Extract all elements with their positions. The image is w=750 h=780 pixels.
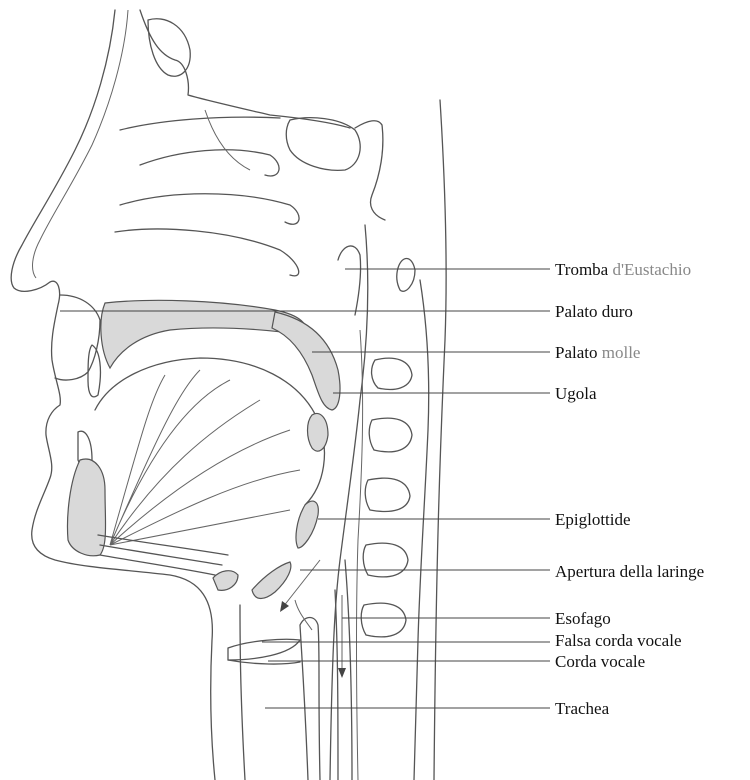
nasal-bone [140,10,350,128]
upper-incisor [88,345,100,397]
nasal-cavity-line [205,110,250,170]
mandible-fill [68,459,106,556]
pharynx-back-wall [330,225,368,780]
nasal-concha-middle [120,194,299,225]
face-profile-outline [11,10,215,780]
spinal-column-back [434,100,446,780]
label-ugola: Ugola [555,384,597,403]
vertebra-5 [361,603,406,637]
food-arrow-head [338,668,346,678]
skull-base [355,121,385,220]
tongue-fibers [110,370,300,545]
nasal-floor-upper [120,117,280,130]
larynx-front [240,605,245,780]
vertebra-4 [363,543,408,577]
nasal-concha-upper [140,150,279,176]
spinal-column-edge [414,280,429,780]
vertebra-3 [365,478,410,511]
aryepiglottic-fold [252,562,291,599]
laryngeal-opening [295,600,312,630]
spine-inner [357,330,363,780]
tonsil [308,414,329,452]
hyoid-bone [213,571,238,591]
sphenoid-sinus [286,118,360,171]
label-palato-molle: Palato molle [555,343,640,362]
label-falsa-corda-vocale: Falsa corda vocale [555,631,682,650]
nasal-concha-lower [115,229,299,276]
vertebra-2 [369,418,412,452]
label-palato-duro: Palato duro [555,302,633,321]
soft-palate [272,312,340,410]
label-trachea: Trachea [555,699,610,718]
label-apertura-laringe: Apertura della laringe [555,562,704,581]
eustachian-tube-shape [338,246,361,315]
upper-lip [55,295,100,380]
vertebra-1 [372,358,412,389]
air-arrow-head [280,601,289,612]
tongue-outline [95,358,324,505]
face-profile-inner [33,10,128,278]
label-tromba-eustachio: Tromba d'Eustachio [555,260,691,279]
cervical-spine-front [397,258,415,291]
label-esofago: Esofago [555,609,611,628]
label-corda-vocale: Corda vocale [555,652,645,671]
epiglottis [296,501,318,548]
label-epiglottide: Epiglottide [555,510,631,529]
